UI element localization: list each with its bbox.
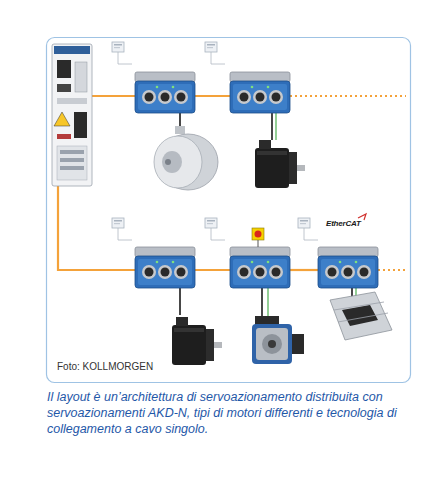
motor-cable <box>179 112 181 128</box>
emergency-stop <box>258 240 259 247</box>
photo-credit: Foto: KOLLMORGEN <box>55 361 155 372</box>
emergency-stop <box>255 231 262 238</box>
silver-motor <box>165 159 171 165</box>
servo-drive-controller <box>57 134 71 139</box>
motor-cable <box>261 288 263 318</box>
servo-drive-controller <box>60 150 84 154</box>
motor-cable <box>271 112 273 140</box>
servo-drive-controller <box>54 112 70 126</box>
cable <box>290 269 318 271</box>
cable-continuation <box>290 95 406 97</box>
servo-drive-controller <box>74 112 87 138</box>
device-icon <box>205 42 225 64</box>
cable <box>195 95 230 97</box>
akd-n-drive <box>230 247 290 288</box>
motor-cable <box>179 288 181 315</box>
blue-motor <box>262 334 282 354</box>
cable <box>58 185 135 270</box>
blue-motor <box>252 316 304 364</box>
akd-n-drive <box>230 72 290 113</box>
blue-motor <box>256 328 288 360</box>
servo-drive-controller <box>54 46 90 54</box>
device-icon <box>298 218 318 240</box>
akd-n-drive <box>318 247 378 288</box>
cable <box>195 269 230 271</box>
servo-drive-controller <box>60 158 84 162</box>
linear-motor <box>334 302 384 310</box>
akd-n-drive <box>135 72 195 113</box>
cable-continuation <box>378 269 406 271</box>
servo-drive-controller <box>52 44 92 186</box>
blue-motor <box>268 340 276 348</box>
feedback-wire <box>275 112 276 140</box>
servo-drive-controller <box>57 98 87 104</box>
feedback-wire <box>267 288 268 318</box>
cable <box>92 95 135 97</box>
silver-motor <box>175 126 185 134</box>
emergency-stop <box>252 228 264 247</box>
servo-drive-controller <box>60 166 84 170</box>
silver-motor <box>154 136 202 188</box>
servo-drive-controller <box>75 62 87 92</box>
protocol-logo: EtherCAT <box>326 219 361 228</box>
akd-n-drive <box>135 247 195 288</box>
device-icon <box>112 42 132 64</box>
device-icon <box>112 218 132 240</box>
linear-motor <box>338 313 388 322</box>
linear-motor <box>330 292 392 340</box>
black-motor <box>255 140 305 188</box>
black-motor <box>172 317 222 365</box>
cable-continuation <box>290 96 406 270</box>
blue-motor <box>292 334 304 354</box>
caption: Il layout è un’architettura di servoazio… <box>47 389 409 437</box>
servo-drive-controller <box>52 44 92 186</box>
emergency-stop <box>252 228 264 240</box>
servo-drive-controller <box>57 60 71 78</box>
silver-motor <box>154 126 218 190</box>
device-icon <box>205 218 225 240</box>
frame <box>47 38 411 383</box>
linear-motor <box>330 292 392 340</box>
servo-drive-controller <box>57 146 87 180</box>
silver-motor <box>162 151 182 173</box>
cable <box>58 96 318 270</box>
servo-drive-controller <box>57 84 71 92</box>
blue-motor <box>252 324 292 364</box>
